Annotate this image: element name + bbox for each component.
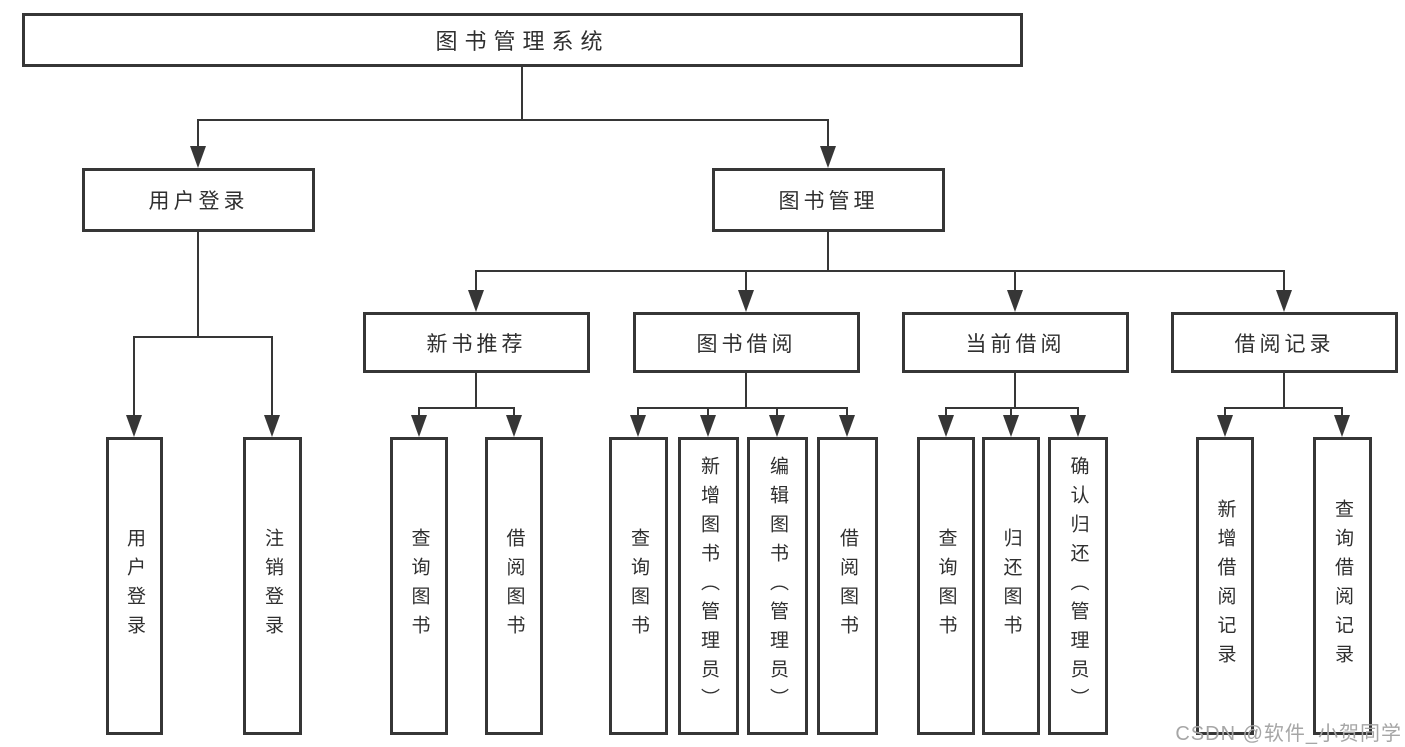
node-label: 查询图书 bbox=[935, 528, 957, 644]
node-leaf-edit-books-admin: 编辑图书（管理员） bbox=[747, 437, 808, 735]
arrow-down-icon bbox=[506, 407, 522, 437]
connector-line bbox=[827, 232, 829, 270]
node-label: 确认归还（管理员） bbox=[1067, 455, 1089, 717]
connector-line bbox=[1014, 373, 1016, 407]
node-leaf-query-books-recommend: 查询图书 bbox=[390, 437, 448, 735]
node-label: 借阅图书 bbox=[503, 528, 525, 644]
connector-line bbox=[475, 373, 477, 407]
arrow-down-icon bbox=[264, 336, 280, 437]
arrow-down-icon bbox=[769, 407, 785, 437]
arrow-down-icon bbox=[738, 270, 754, 312]
node-label: 注销登录 bbox=[262, 528, 283, 644]
node-label: 图书借阅 bbox=[696, 332, 797, 356]
node-label: 图书管理系统 bbox=[435, 29, 610, 54]
connector-line bbox=[197, 232, 199, 336]
node-label: 借阅记录 bbox=[1234, 332, 1335, 356]
arrow-down-icon bbox=[630, 407, 646, 437]
arrow-down-icon bbox=[938, 407, 954, 437]
connector-line bbox=[1224, 407, 1343, 409]
node-label: 新增图书（管理员） bbox=[698, 455, 719, 717]
connector-line bbox=[418, 407, 515, 409]
arrow-down-icon bbox=[839, 407, 855, 437]
node-label: 编辑图书（管理员） bbox=[767, 455, 788, 717]
node-user-login: 用户登录 bbox=[82, 168, 315, 232]
node-leaf-borrow-books: 借阅图书 bbox=[817, 437, 878, 735]
node-library-management-system: 图书管理系统 bbox=[22, 13, 1023, 67]
node-leaf-return-books: 归还图书 bbox=[982, 437, 1040, 735]
arrow-down-icon bbox=[700, 407, 716, 437]
arrow-down-icon bbox=[1334, 407, 1350, 437]
node-leaf-confirm-return-admin: 确认归还（管理员） bbox=[1048, 437, 1108, 735]
arrow-down-icon bbox=[1217, 407, 1233, 437]
node-label: 新增借阅记录 bbox=[1214, 499, 1236, 673]
arrow-down-icon bbox=[1007, 270, 1023, 312]
arrow-down-icon bbox=[1070, 407, 1086, 437]
node-book-management: 图书管理 bbox=[712, 168, 945, 232]
node-new-book-recommend: 新书推荐 bbox=[363, 312, 590, 373]
node-label: 查询借阅记录 bbox=[1332, 499, 1353, 673]
arrow-down-icon bbox=[1003, 407, 1019, 437]
csdn-watermark: CSDN @软件_小贺同学 bbox=[1175, 723, 1402, 745]
node-label: 归还图书 bbox=[1000, 528, 1022, 644]
connector-line bbox=[133, 336, 273, 338]
node-current-borrow: 当前借阅 bbox=[902, 312, 1129, 373]
node-leaf-add-books-admin: 新增图书（管理员） bbox=[678, 437, 739, 735]
node-label: 查询图书 bbox=[408, 528, 430, 644]
node-borrow-records: 借阅记录 bbox=[1171, 312, 1398, 373]
arrow-down-icon bbox=[190, 119, 206, 168]
node-leaf-borrow-books-recommend: 借阅图书 bbox=[485, 437, 543, 735]
connector-line bbox=[945, 407, 1079, 409]
node-label: 借阅图书 bbox=[837, 528, 858, 644]
connector-line bbox=[1283, 373, 1285, 407]
connector-line bbox=[637, 407, 848, 409]
node-leaf-logout: 注销登录 bbox=[243, 437, 302, 735]
node-leaf-query-books-borrow: 查询图书 bbox=[609, 437, 668, 735]
connector-line bbox=[197, 119, 829, 121]
node-label: 查询图书 bbox=[628, 528, 649, 644]
connector-line bbox=[745, 373, 747, 407]
node-book-borrow: 图书借阅 bbox=[633, 312, 860, 373]
arrow-down-icon bbox=[1276, 270, 1292, 312]
connector-line bbox=[521, 67, 523, 119]
node-label: 当前借阅 bbox=[965, 332, 1066, 356]
node-label: 用户登录 bbox=[124, 528, 145, 644]
node-leaf-add-borrow-record: 新增借阅记录 bbox=[1196, 437, 1254, 735]
node-label: 图书管理 bbox=[778, 190, 879, 213]
node-label: 用户登录 bbox=[148, 190, 249, 213]
arrow-down-icon bbox=[411, 407, 427, 437]
arrow-down-icon bbox=[820, 119, 836, 168]
node-leaf-query-borrow-record: 查询借阅记录 bbox=[1313, 437, 1372, 735]
arrow-down-icon bbox=[468, 270, 484, 312]
node-leaf-user-login: 用户登录 bbox=[106, 437, 163, 735]
node-leaf-query-books-current: 查询图书 bbox=[917, 437, 975, 735]
node-label: 新书推荐 bbox=[426, 332, 527, 356]
arrow-down-icon bbox=[126, 336, 142, 437]
connector-line bbox=[475, 270, 1285, 272]
